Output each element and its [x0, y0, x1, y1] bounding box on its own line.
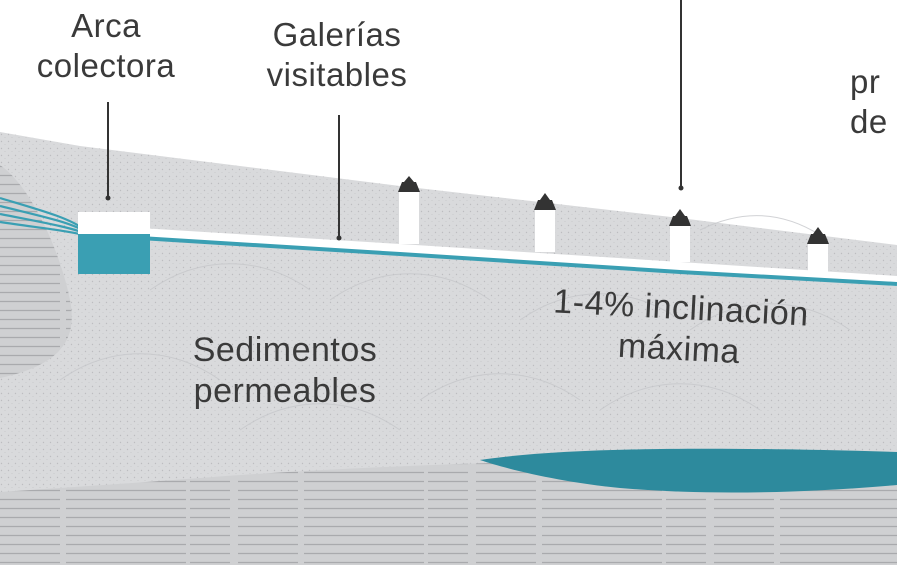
- label-cut-off-right: pr de: [850, 63, 888, 141]
- water-channel: [139, 236, 897, 286]
- label-arca-colectora: Arca colectora: [36, 7, 176, 85]
- label-galerias-visitables: Galerías visitables: [266, 16, 408, 94]
- shaft-3: [669, 209, 691, 262]
- aquifer: [480, 448, 897, 493]
- shaft-4: [807, 227, 829, 272]
- label-sedimentos-permeables: Sedimentos permeables: [192, 331, 378, 411]
- shaft-1: [398, 176, 420, 244]
- shaft-2: [534, 193, 556, 252]
- sediment-texture: [59, 215, 851, 431]
- collector-tank: [78, 234, 150, 274]
- gallery-tunnel: [140, 228, 897, 286]
- collector-top: [78, 212, 150, 234]
